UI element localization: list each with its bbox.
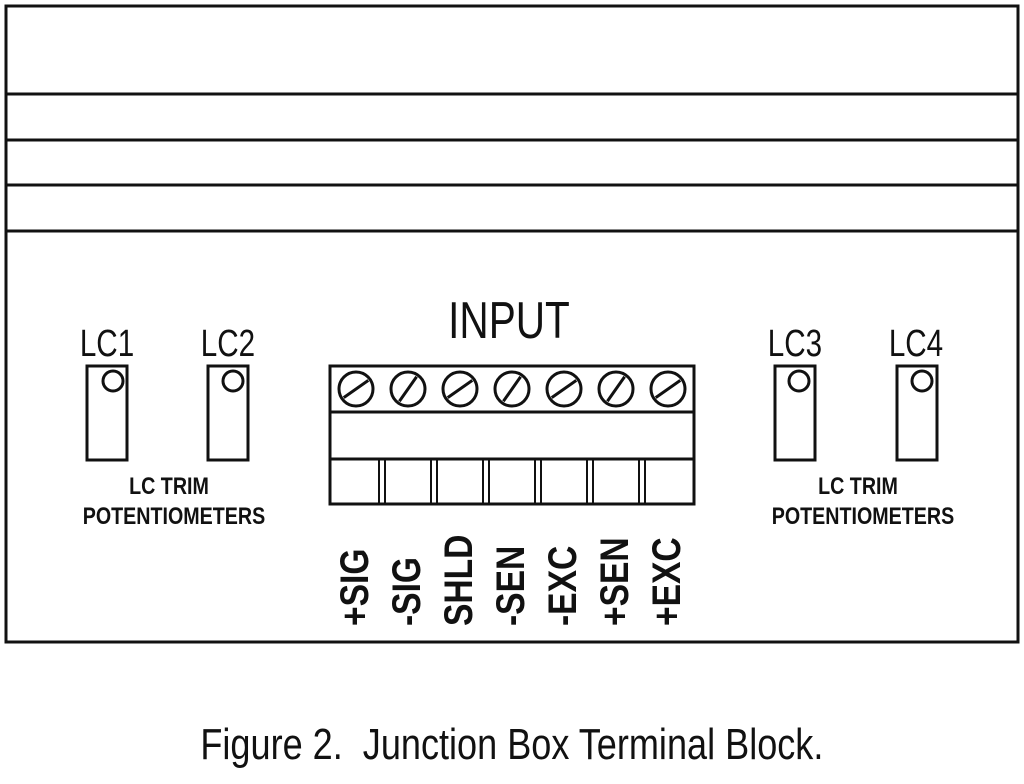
terminal-screw-slot-sig	[398, 375, 418, 403]
junction-box-diagram: INPUT LC1 LC2 LC TRIM POTENTIOMETERS LC3…	[4, 4, 1020, 644]
pot-label-lc1: LC1	[80, 323, 134, 365]
trim-label-right-line2: POTENTIOMETERS	[772, 502, 955, 529]
pot-label-lc4: LC4	[889, 323, 943, 365]
pot-adjuster-lc3	[787, 369, 811, 393]
terminal-label-exc: +EXC	[644, 537, 688, 626]
figure-caption-text: Figure 2. Junction Box Terminal Block.	[200, 720, 824, 769]
pot-label-lc3: LC3	[768, 323, 822, 365]
right-trim-group: LC3 LC4 LC TRIM POTENTIOMETERS	[768, 323, 954, 530]
terminal-screw-slot-exc	[550, 379, 578, 399]
left-trim-group: LC1 LC2 LC TRIM POTENTIOMETERS	[80, 323, 265, 530]
pot-adjuster-lc1	[101, 369, 125, 393]
trim-label-left-line2: POTENTIOMETERS	[83, 502, 266, 529]
trim-label-left-line1: LC TRIM	[129, 472, 209, 499]
terminal-screw-slot-exc	[654, 379, 682, 399]
pot-adjuster-lc2	[221, 369, 245, 393]
terminal-label-sig: +SIG	[332, 549, 376, 626]
terminal-screw-slot-shld	[446, 379, 474, 399]
figure-caption: Figure 2. Junction Box Terminal Block.	[0, 720, 1024, 770]
terminal-label-sen: +SEN	[592, 537, 636, 626]
terminal-screws	[337, 370, 687, 408]
terminal-screw-slot-sen	[502, 375, 522, 403]
terminal-label-sen: -SEN	[488, 546, 532, 626]
pot-adjuster-lc4	[910, 369, 934, 393]
trim-label-right-line1: LC TRIM	[818, 472, 898, 499]
terminal-label-sig: -SIG	[384, 557, 428, 626]
terminal-label-exc: -EXC	[540, 546, 584, 626]
enclosure-outline	[4, 4, 1020, 644]
terminal-screw-slot-sen	[606, 375, 626, 403]
terminal-screw-slot-sig	[342, 379, 370, 399]
terminal-label-shld: SHLD	[436, 535, 480, 626]
input-label: INPUT	[448, 291, 570, 349]
terminal-slots	[378, 459, 646, 504]
pot-label-lc2: LC2	[201, 323, 255, 365]
